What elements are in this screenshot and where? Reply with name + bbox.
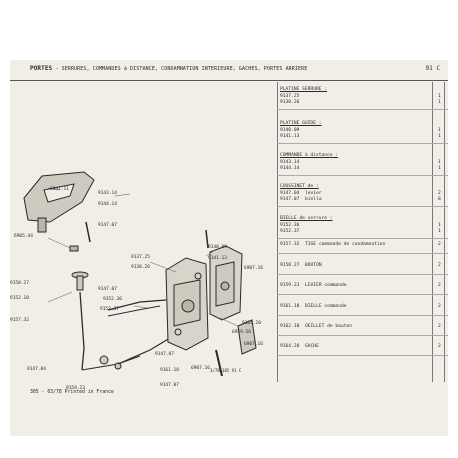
callout: 6907.16 (191, 366, 210, 371)
callout: 9147.07 (98, 223, 117, 228)
table-row: 9152.36 1 (280, 223, 441, 228)
group-header: PLATINE GUIDE : (280, 121, 322, 126)
group-header: COMMANDE à distance : (280, 153, 339, 158)
table-row: 9147.04 levier 2 (280, 191, 441, 196)
bolt (215, 349, 223, 377)
callout: 9152.10 (10, 296, 29, 301)
page-number: 91 C (425, 65, 440, 72)
exploded-diagram (23, 171, 257, 377)
parts-table: PLATINE SERRURE : 9137.25 1 9138.26 1 PL… (260, 82, 448, 382)
striker (237, 319, 257, 355)
table-row: 9137.25 1 (280, 94, 441, 99)
callout: 9138.26 (131, 265, 150, 270)
table-row: 9147.07 biella 8 (280, 197, 441, 202)
callout: 6959.56 (232, 330, 251, 335)
callout: 6907.16 (244, 266, 263, 271)
table-row: 9144.14 1 (280, 166, 441, 171)
callout: 9147.07 (98, 287, 117, 292)
remote-rod (107, 299, 167, 311)
callout: 9161.18 (160, 368, 179, 373)
callout: 9147.04 (27, 367, 46, 372)
table-row: 9162.10 OEILLET de bouton 2 (280, 324, 441, 329)
callout: 9143.14 (98, 191, 117, 196)
table-row: 9141.13 1 (280, 134, 441, 139)
condemnation-rod (79, 291, 85, 371)
group-header: COUSSINET de : (280, 184, 319, 189)
clip-part (69, 245, 79, 252)
callout: 9158.27 (10, 281, 29, 286)
callout: 9147.07 (155, 352, 174, 357)
page-title: PORTES - SERRURES, COMMANDES à DISTANCE,… (30, 65, 307, 72)
group-header: PLATINE SERRURE : (280, 87, 328, 92)
callout: 9157.32 (10, 318, 29, 323)
callout: 9152.37 (100, 307, 119, 312)
callout: 9147.07 (160, 383, 179, 388)
callout: 9137.25 (131, 255, 150, 260)
callout: 9141.13 (208, 256, 227, 261)
catalog-page: PORTES - SERRURES, COMMANDES à DISTANCE,… (10, 60, 448, 436)
callout: 9159.23 (66, 386, 85, 391)
table-row: 9158.27 BOUTON 2 (280, 263, 441, 268)
callout: 9144.14 (98, 202, 117, 207)
table-row: 9143.14 1 (280, 160, 441, 165)
table-row: 9138.26 1 (280, 100, 441, 105)
group-header: BIELLE de serrure : (280, 216, 333, 221)
page-header: PORTES - SERRURES, COMMANDES à DISTANCE,… (10, 60, 448, 81)
callout: 6907.16 (244, 342, 263, 347)
callout: 6941.11 (50, 187, 69, 192)
section-name: PORTES (30, 65, 53, 72)
document-reference: 3/78 305 91 C (210, 368, 242, 373)
callout: 6905.44 (14, 234, 33, 239)
table-row: 9152.37 1 (280, 229, 441, 234)
table-row: 9161.18 BIELLE commande 2 (280, 304, 441, 309)
table-row: 9164.20 GACHE 2 (280, 344, 441, 349)
table-row: 9157.32 TIGE commande de condamnation 2 (280, 242, 441, 247)
callout: 9164.20 (242, 321, 261, 326)
callout: 9140.09 (208, 245, 227, 250)
page-footer: 305 - 03/78 Printed in France (30, 390, 114, 395)
table-row: 9140.09 1 (280, 128, 441, 133)
table-row: 9159.23 LEVIER commande 2 (280, 283, 441, 288)
callout: 9152.36 (103, 297, 122, 302)
section-subtitle: - SERRURES, COMMANDES à DISTANCE, CONDAM… (55, 66, 308, 72)
